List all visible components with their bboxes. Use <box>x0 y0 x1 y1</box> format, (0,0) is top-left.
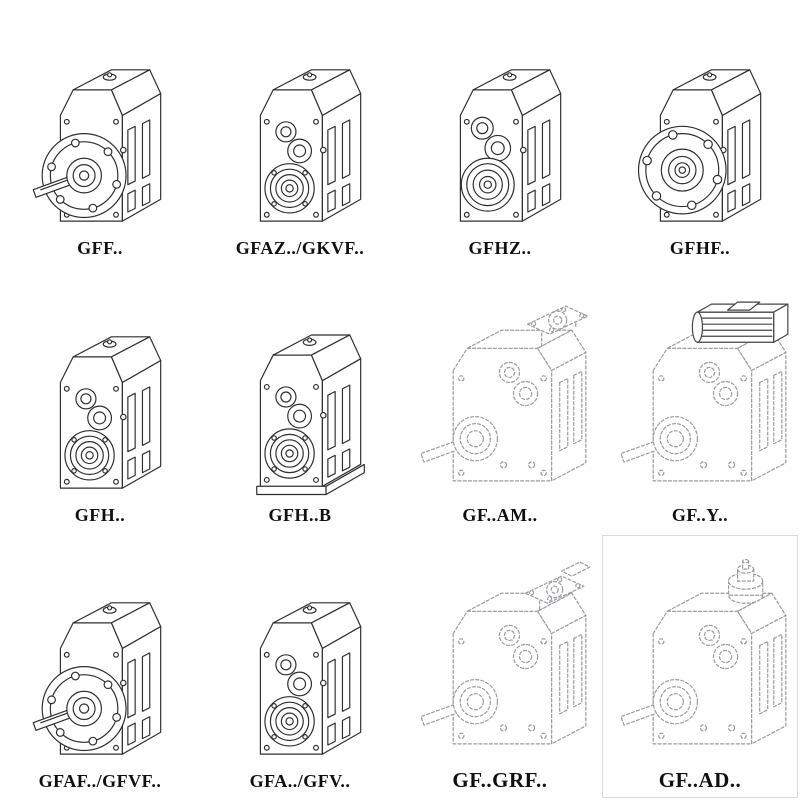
product-label: GF..Y.. <box>671 504 729 525</box>
product-cell-gf-grf: GF..GRF.. <box>400 533 600 800</box>
product-label: GFH..B <box>268 504 332 525</box>
gearbox-hollow-shaft-base-drawing <box>256 333 366 495</box>
product-cell-gf-ad: GF..AD.. <box>600 533 800 800</box>
product-cell-gfaf-gfvf: GFAF../GFVF.. <box>0 533 200 800</box>
product-cell-gfa-gfv: GFA../GFV.. <box>200 533 400 800</box>
product-label: GF..AD.. <box>658 767 742 792</box>
gearbox-hollow-shaft-drawing <box>60 335 162 489</box>
product-cell-gfhz: GFHZ.. <box>400 0 600 267</box>
gearbox-hollow-shaft-alt-drawing <box>460 69 562 222</box>
product-label: GFAF../GFVF.. <box>38 771 162 792</box>
gearbox-adapter-bracket-drawing <box>419 561 591 745</box>
gearbox-flange-bore-drawing <box>638 69 762 222</box>
gearbox-hollow-shaft-drawing <box>260 69 362 222</box>
product-cell-gfh-b: GFH..B <box>200 267 400 534</box>
product-label: GFAZ../GKVF.. <box>235 237 365 258</box>
gearbox-flange-shaft-drawing <box>33 602 162 755</box>
product-cell-gff: GFF.. <box>0 0 200 267</box>
product-label: GFF.. <box>77 237 123 258</box>
product-cell-gfh: GFH.. <box>0 267 200 534</box>
product-label: GF..AM.. <box>462 504 538 525</box>
product-label: GFHZ.. <box>468 237 532 258</box>
product-cell-gfaz-gkvf: GFAZ../GKVF.. <box>200 0 400 267</box>
gearbox-hollow-shaft-drawing <box>260 602 362 755</box>
product-label: GFHF.. <box>669 237 731 258</box>
product-label: GFH.. <box>74 504 126 525</box>
gearbox-flange-shaft-drawing <box>33 69 162 222</box>
product-cell-gfhf: GFHF.. <box>600 0 800 267</box>
gearbox-with-motor-drawing <box>619 301 789 482</box>
product-cell-gf-am: GF..AM.. <box>400 267 600 534</box>
gearbox-motor-adapter-drawing <box>419 305 589 482</box>
product-label: GF..GRF.. <box>452 767 548 792</box>
gearbox-input-adapter-drawing <box>619 558 786 745</box>
motor-block <box>691 301 789 343</box>
product-cell-gf-y: GF..Y.. <box>600 267 800 534</box>
product-label: GFA../GFV.. <box>249 771 351 792</box>
